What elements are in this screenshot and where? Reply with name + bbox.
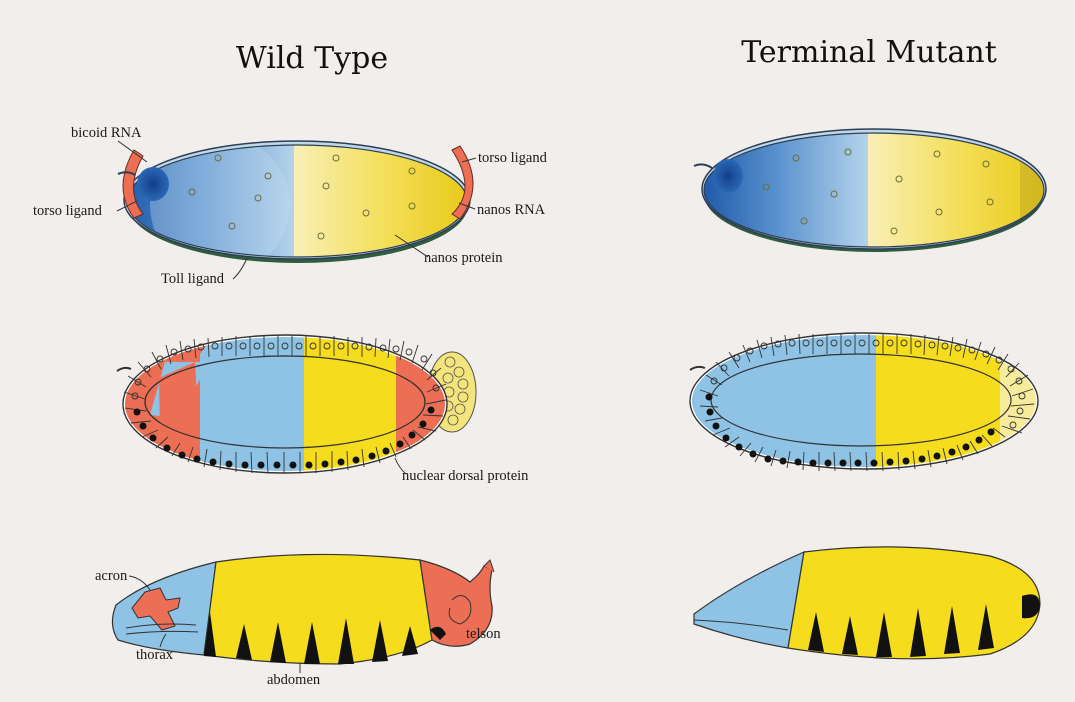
abdomen-label: abdomen (267, 672, 321, 688)
wild-type-blastoderm (117, 330, 476, 480)
telson-label: telson (466, 626, 501, 642)
wild-type-egg (118, 130, 474, 275)
thorax-label: thorax (136, 647, 174, 663)
nuclear-dorsal-protein-label: nuclear dorsal protein (402, 468, 529, 484)
torso-ligand-right-label: torso ligand (478, 150, 548, 166)
wild-type-title: Wild Type (236, 41, 388, 76)
toll-ligand-label: Toll ligand (161, 271, 225, 287)
acron-label: acron (95, 568, 128, 584)
nanos-protein-label: nanos protein (424, 250, 503, 266)
bicoid-rna-label: bicoid RNA (71, 125, 142, 141)
nanos-rna-label: nanos RNA (477, 202, 546, 218)
terminal-mutant-larva (694, 547, 1040, 659)
terminal-mutant-title: Terminal Mutant (741, 35, 997, 70)
toll-ligand-leader (233, 258, 247, 279)
terminal-mutant-blastoderm (690, 330, 1046, 475)
torso-ligand-left-label: torso ligand (33, 203, 103, 219)
terminal-mutant-egg (694, 120, 1050, 260)
